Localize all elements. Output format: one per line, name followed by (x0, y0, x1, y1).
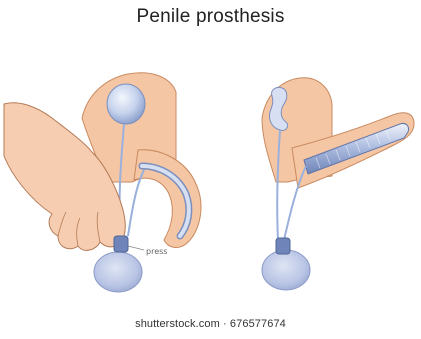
right-panel-inflated (262, 78, 414, 290)
press-label: press (146, 247, 167, 256)
scrotum-left (94, 252, 142, 292)
pump-right (276, 238, 290, 254)
reservoir-left (107, 84, 145, 124)
press-pointer (128, 246, 144, 250)
pump-left (114, 236, 128, 252)
watermark: shutterstock.com · 676577674 (0, 318, 421, 330)
left-panel-deflated: press (4, 73, 201, 292)
scrotum-right (262, 250, 310, 290)
